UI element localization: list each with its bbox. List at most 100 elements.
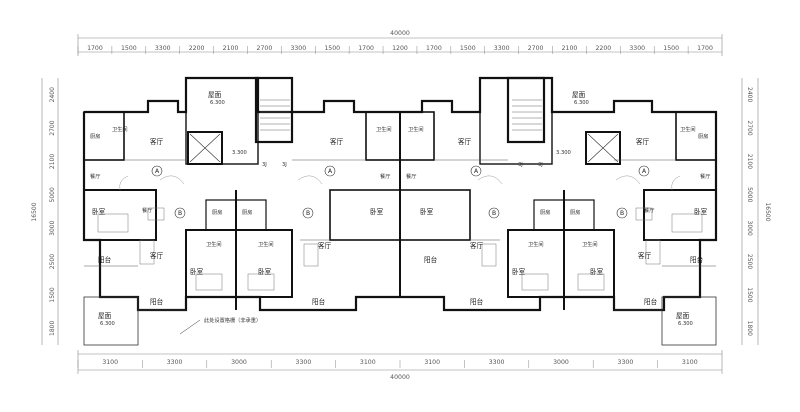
dimension-value: 1500 <box>746 287 753 302</box>
dimension-value: 3300 <box>290 45 306 52</box>
roof-elev-left: 6.300 <box>210 100 225 106</box>
living-label-6: 客厅 <box>318 241 332 250</box>
dimension-value: 2100 <box>49 154 56 169</box>
dimension-value: 3100 <box>102 359 118 366</box>
dimension-value: 3300 <box>296 359 312 366</box>
kitchen-label-3: 厨房 <box>212 208 222 216</box>
roof-label-left: 屋面 <box>208 91 222 99</box>
terraces <box>83 296 717 346</box>
dimension-value: 1700 <box>358 45 374 52</box>
living-label-4: 客厅 <box>636 137 650 146</box>
top-dimension-lines <box>77 34 723 56</box>
dimension-value: 1200 <box>392 45 408 52</box>
right-total-dimension: 16500 <box>764 202 771 221</box>
elevator-shafts <box>189 133 619 163</box>
dimension-value: 5000 <box>746 187 753 202</box>
bedroom-label-7: 卧室 <box>512 267 526 276</box>
bedroom-label-3: 卧室 <box>420 207 434 216</box>
roof-label-right: 屋面 <box>572 91 586 99</box>
dimension-value: 2200 <box>189 45 205 52</box>
left-total-dimension: 16500 <box>31 202 38 221</box>
bedroom-label-2: 卧室 <box>370 207 384 216</box>
dimension-value: 3300 <box>155 45 171 52</box>
dimension-value: 2700 <box>746 120 753 135</box>
dimension-value: 3000 <box>49 220 56 235</box>
bedroom-label-5: 卧室 <box>190 267 204 276</box>
balcony-label-3: 阳台 <box>312 297 326 306</box>
top-dimension-values: 1700 1500 3300 2200 2100 2700 3300 1500 1700 1200… <box>77 45 713 54</box>
unit-b-marker-3: B <box>492 210 496 217</box>
balcony-label-4: 阳台 <box>424 255 438 264</box>
door-swings <box>119 175 681 191</box>
bath-label-1: 卫生间 <box>112 125 128 133</box>
balcony-label-5: 阳台 <box>470 297 484 306</box>
unit-b-marker-2: B <box>306 210 310 217</box>
unit-b-marker-4: B <box>620 210 624 217</box>
bath-label-3: 卫生间 <box>408 125 424 133</box>
dimension-value: 3000 <box>746 221 753 236</box>
kitchen-label-4: 厨房 <box>242 208 252 216</box>
dimension-value: 5000 <box>49 187 56 202</box>
living-label-1: 客厅 <box>150 137 164 146</box>
living-label-3: 客厅 <box>458 137 472 146</box>
building-walls <box>82 76 718 312</box>
roof-label-bottom-right: 屋面 <box>676 312 690 320</box>
bath-label-8: 卫生间 <box>582 240 598 248</box>
dimension-value: 3300 <box>629 45 645 52</box>
unit-a-marker-1: A <box>155 168 160 175</box>
kitchen-label-6: 厨房 <box>570 208 580 216</box>
shaft-label-1: 3J <box>262 162 267 168</box>
roof-elev-bottom-left: 6.300 <box>100 321 115 327</box>
furniture <box>97 207 703 291</box>
dimension-value: 1500 <box>324 45 340 52</box>
balcony-label-7: 阳台 <box>690 255 704 264</box>
shaft-label-4: 3J <box>538 162 543 168</box>
dimension-value: 2200 <box>595 45 611 52</box>
grille-note: 此处设置格栅（非承重） <box>204 316 261 324</box>
roof-elev-bottom-right: 6.300 <box>678 321 693 327</box>
dimension-value: 3000 <box>553 359 569 366</box>
balcony-label-1: 阳台 <box>98 255 112 264</box>
bottom-total-dimension: 40000 <box>390 374 410 381</box>
stair-elev-left: 3.300 <box>232 150 247 156</box>
bedroom-label-1: 卧室 <box>92 207 106 216</box>
bath-label-4: 卫生间 <box>680 125 696 133</box>
balcony-label-6: 阳台 <box>644 297 658 306</box>
dimension-value: 3300 <box>618 359 634 366</box>
dimension-value: 3000 <box>231 359 247 366</box>
living-label-8: 客厅 <box>638 251 652 260</box>
kitchen-label-5: 厨房 <box>540 208 550 216</box>
dimension-value: 3100 <box>682 359 698 366</box>
dimension-value: 2500 <box>49 254 56 269</box>
dimension-value: 1500 <box>121 45 137 52</box>
kitchen-label-2: 厨房 <box>698 132 708 140</box>
dimension-value: 3300 <box>489 359 505 366</box>
roof-label-bottom-left: 屋面 <box>98 312 112 320</box>
stair-treads <box>260 99 542 131</box>
dimension-value: 1500 <box>49 287 56 302</box>
roof-elev-right: 6.300 <box>574 100 589 106</box>
dimension-value: 2100 <box>746 154 753 169</box>
dining-label-5: 餐厅 <box>644 206 654 214</box>
dimension-value: 2400 <box>49 87 56 102</box>
dimension-value: 1700 <box>426 45 442 52</box>
living-label-2: 客厅 <box>330 137 344 146</box>
unit-a-marker-4: A <box>642 168 647 175</box>
bath-label-6: 卫生间 <box>258 240 274 248</box>
dining-label-6: 餐厅 <box>700 172 710 180</box>
stair-elev-right: 3.300 <box>556 150 571 156</box>
kitchen-label-1: 厨房 <box>90 132 100 140</box>
dimension-value: 2100 <box>562 45 578 52</box>
dimension-value: 3100 <box>360 359 376 366</box>
dimension-value: 2400 <box>746 87 753 102</box>
dimension-value: 1700 <box>87 45 103 52</box>
dining-label-1: 餐厅 <box>90 172 100 180</box>
dimension-value: 2700 <box>257 45 273 52</box>
dining-label-2: 餐厅 <box>142 206 152 214</box>
dimension-value: 1800 <box>49 321 56 336</box>
grille-note-leader <box>179 319 201 335</box>
shaft-label-3: 3J <box>518 162 523 168</box>
